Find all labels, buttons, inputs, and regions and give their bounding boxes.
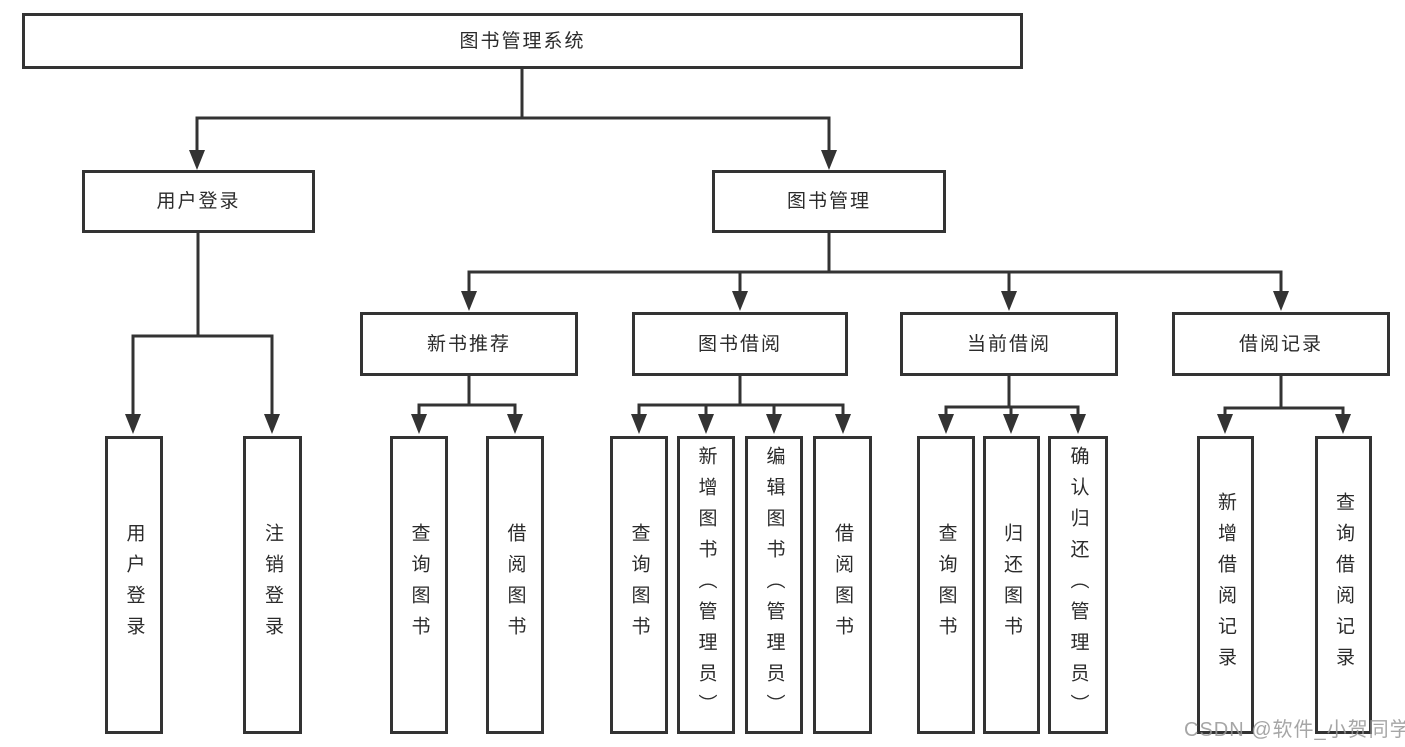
node-current-borrow-label: 当前借阅 bbox=[966, 333, 1051, 355]
leaf-br-add-record-label: 新增借阅记录 bbox=[1215, 492, 1236, 678]
leaf-br-query-record: 查询借阅记录 bbox=[1315, 436, 1372, 734]
leaf-rec-query-books: 查询图书 bbox=[390, 436, 448, 734]
leaf-bb-query-books-label: 查询图书 bbox=[628, 523, 650, 647]
node-new-book-rec: 新书推荐 bbox=[360, 312, 578, 376]
leaf-cb-return-books-label: 归还图书 bbox=[1001, 523, 1022, 647]
leaf-br-add-record: 新增借阅记录 bbox=[1197, 436, 1254, 734]
node-book-borrow: 图书借阅 bbox=[632, 312, 848, 376]
csdn-watermark: CSDN @软件_小贺同学 bbox=[1184, 719, 1405, 741]
node-borrow-records-label: 借阅记录 bbox=[1238, 333, 1323, 355]
leaf-bb-edit-books-admin-label: 编辑图书（管理员） bbox=[763, 445, 785, 725]
leaf-logout: 注销登录 bbox=[243, 436, 302, 734]
leaf-bb-borrow-books: 借阅图书 bbox=[813, 436, 872, 734]
node-root-label: 图书管理系统 bbox=[459, 30, 586, 52]
leaf-bb-query-books: 查询图书 bbox=[610, 436, 668, 734]
node-current-borrow: 当前借阅 bbox=[900, 312, 1118, 376]
leaf-cb-confirm-return-admin-label: 确认归还（管理员） bbox=[1067, 445, 1089, 725]
leaf-cb-query-books: 查询图书 bbox=[917, 436, 975, 734]
node-borrow-records: 借阅记录 bbox=[1172, 312, 1390, 376]
leaf-br-query-record-label: 查询借阅记录 bbox=[1333, 492, 1354, 678]
leaf-rec-borrow-books: 借阅图书 bbox=[486, 436, 544, 734]
node-book-mgmt: 图书管理 bbox=[712, 170, 946, 233]
leaf-bb-edit-books-admin: 编辑图书（管理员） bbox=[745, 436, 803, 734]
leaf-bb-add-books-admin-label: 新增图书（管理员） bbox=[695, 445, 717, 725]
node-book-mgmt-label: 图书管理 bbox=[786, 191, 871, 212]
leaf-cb-confirm-return-admin: 确认归还（管理员） bbox=[1048, 436, 1108, 734]
leaf-rec-query-books-label: 查询图书 bbox=[408, 523, 430, 647]
node-user-login: 用户登录 bbox=[82, 170, 315, 233]
leaf-cb-query-books-label: 查询图书 bbox=[935, 523, 957, 647]
leaf-logout-label: 注销登录 bbox=[262, 523, 283, 647]
leaf-cb-return-books: 归还图书 bbox=[983, 436, 1040, 734]
leaf-bb-borrow-books-label: 借阅图书 bbox=[832, 523, 853, 647]
node-book-borrow-label: 图书借阅 bbox=[697, 333, 782, 355]
leaf-user-login: 用户登录 bbox=[105, 436, 163, 734]
node-user-login-label: 用户登录 bbox=[156, 191, 241, 212]
leaf-user-login-label: 用户登录 bbox=[123, 523, 145, 647]
leaf-bb-add-books-admin: 新增图书（管理员） bbox=[677, 436, 735, 734]
node-root: 图书管理系统 bbox=[22, 13, 1023, 69]
leaf-rec-borrow-books-label: 借阅图书 bbox=[504, 523, 526, 647]
node-new-book-rec-label: 新书推荐 bbox=[426, 333, 511, 355]
